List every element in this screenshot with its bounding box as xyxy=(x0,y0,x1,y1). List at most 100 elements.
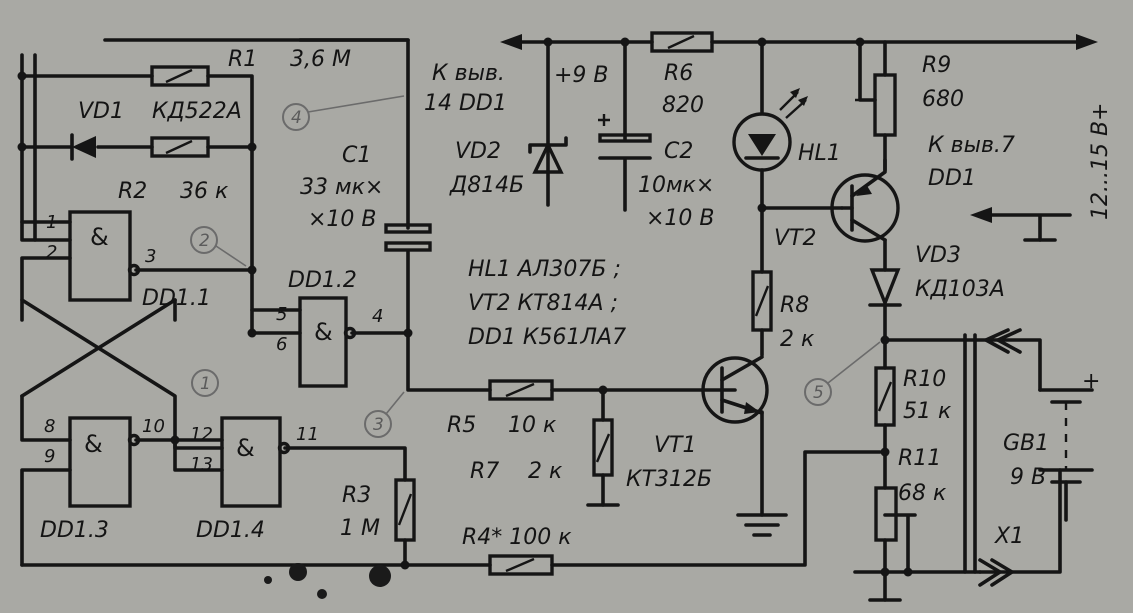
resistor-r10 xyxy=(874,366,896,427)
resistor-r8 xyxy=(751,270,773,332)
label-r3: R3 xyxy=(342,483,371,508)
label-c1-value1: 33 мк× xyxy=(300,175,383,200)
transistor-vt2 xyxy=(830,158,900,243)
svg-text:3: 3 xyxy=(373,415,384,435)
resistor-r5 xyxy=(488,379,554,401)
label-r1: R1 xyxy=(228,47,257,72)
svg-text:&: & xyxy=(90,223,109,251)
battery-gb1 xyxy=(1038,388,1094,522)
label-c2-value1: 10мк× xyxy=(638,173,714,198)
resistor-r11 xyxy=(874,486,898,542)
label-r2-value: 36 к xyxy=(180,179,229,204)
svg-text:1: 1 xyxy=(200,374,211,394)
resistor-r7 xyxy=(592,418,614,477)
label-vt1-type: КТ312Б xyxy=(626,467,712,492)
diode-vd1 xyxy=(70,133,96,161)
arrow-supply-out xyxy=(1076,34,1098,50)
label-r3-value: 1 М xyxy=(340,516,380,541)
label-dd1-4: DD1.4 xyxy=(196,518,265,543)
label-r6-value: 820 xyxy=(662,93,704,118)
svg-text:11: 11 xyxy=(296,424,319,445)
capacitor-c2 xyxy=(598,114,652,160)
svg-text:1: 1 xyxy=(46,212,57,233)
label-battery-plus: + xyxy=(1082,369,1100,394)
gate-dd1-2: & xyxy=(298,296,357,388)
svg-text:2: 2 xyxy=(199,231,210,251)
resistor-r9 xyxy=(855,73,897,137)
label-c2: C2 xyxy=(664,139,693,164)
zener-vd2 xyxy=(528,136,568,174)
resistor-r4 xyxy=(488,554,554,576)
label-r8-value: 2 к xyxy=(780,327,815,352)
label-dd1-2: DD1.2 xyxy=(288,268,357,293)
label-r9-value: 680 xyxy=(922,87,964,112)
svg-text:3: 3 xyxy=(145,246,156,267)
svg-text:9: 9 xyxy=(44,446,55,467)
connector-x1 xyxy=(978,328,1022,587)
label-r5-value: 10 к xyxy=(508,413,557,438)
arrow-to-pin7 xyxy=(970,207,992,223)
label-hl1: HL1 xyxy=(798,141,841,166)
led-hl1 xyxy=(732,88,808,172)
svg-text:8: 8 xyxy=(44,416,55,437)
svg-text:&: & xyxy=(236,434,255,462)
label-r1-value: 3,6 M xyxy=(290,47,351,72)
label-c1: C1 xyxy=(342,143,371,168)
label-r2: R2 xyxy=(118,179,147,204)
svg-text:4: 4 xyxy=(291,108,302,128)
label-r10: R10 xyxy=(903,367,946,392)
svg-text:10: 10 xyxy=(142,416,165,437)
label-r10-value: 51 к xyxy=(903,399,952,424)
component-labels: R1 3,6 M VD1 КД522А R2 36 к C1 33 мк× ×1… xyxy=(40,47,1113,550)
resistor-r2 xyxy=(150,136,210,158)
label-parts-dd1: DD1 К561ЛА7 xyxy=(468,325,626,350)
label-vd3: VD3 xyxy=(915,243,961,268)
node-marker-5: 5 xyxy=(804,341,881,406)
label-vd3-type: КД103А xyxy=(915,277,1005,302)
label-dd1-3: DD1.3 xyxy=(40,518,109,543)
label-supply-external: 12...15 В+ xyxy=(1088,103,1113,221)
label-r7-value: 2 к xyxy=(528,459,563,484)
svg-text:&: & xyxy=(84,430,103,458)
ground-vt1 xyxy=(736,513,788,537)
junction-dots xyxy=(17,37,913,577)
label-r7: R7 xyxy=(470,459,499,484)
svg-text:5: 5 xyxy=(276,304,287,325)
label-parts-vt2: VT2 КТ814А ; xyxy=(468,291,618,316)
label-vt2: VT2 xyxy=(774,226,817,251)
label-c2-value2: ×10 В xyxy=(646,206,715,231)
label-gb1-value: 9 В xyxy=(1010,465,1046,490)
node-marker-1: 1 xyxy=(191,369,219,397)
arrow-to-pin14 xyxy=(500,34,522,50)
node-marker-3: 3 xyxy=(364,391,405,438)
label-vt1: VT1 xyxy=(654,433,697,458)
label-to-pin7-line2: DD1 xyxy=(928,166,976,191)
node-marker-4: 4 xyxy=(282,95,405,131)
resistor-r6 xyxy=(650,31,714,53)
label-to-pin7-line1: К выв.7 xyxy=(928,133,1015,158)
label-x1: X1 xyxy=(994,524,1024,549)
gate-dd1-4: & xyxy=(220,416,291,508)
label-dd1-1: DD1.1 xyxy=(142,286,211,311)
label-r6: R6 xyxy=(664,61,693,86)
transistor-vt1 xyxy=(701,355,769,424)
svg-text:4: 4 xyxy=(372,306,383,327)
label-r11: R11 xyxy=(898,446,941,471)
gate-dd1-3: & xyxy=(68,416,141,508)
label-r8: R8 xyxy=(780,293,809,318)
label-r5: R5 xyxy=(447,413,476,438)
label-to-pin14-line1: К выв. xyxy=(432,61,505,86)
label-vd2: VD2 xyxy=(455,139,501,164)
label-vd1-type: КД522А xyxy=(152,99,242,124)
label-c1-value2: ×10 В xyxy=(308,207,377,232)
svg-text:5: 5 xyxy=(813,383,824,403)
wires xyxy=(20,38,1087,602)
label-to-pin14-line2: 14 DD1 xyxy=(424,91,507,116)
resistor-r1 xyxy=(150,65,210,87)
ink-blots xyxy=(264,563,391,599)
svg-text:6: 6 xyxy=(276,334,287,355)
diode-vd3 xyxy=(868,268,902,308)
svg-text:2: 2 xyxy=(46,242,57,263)
capacitor-c1 xyxy=(384,223,432,252)
